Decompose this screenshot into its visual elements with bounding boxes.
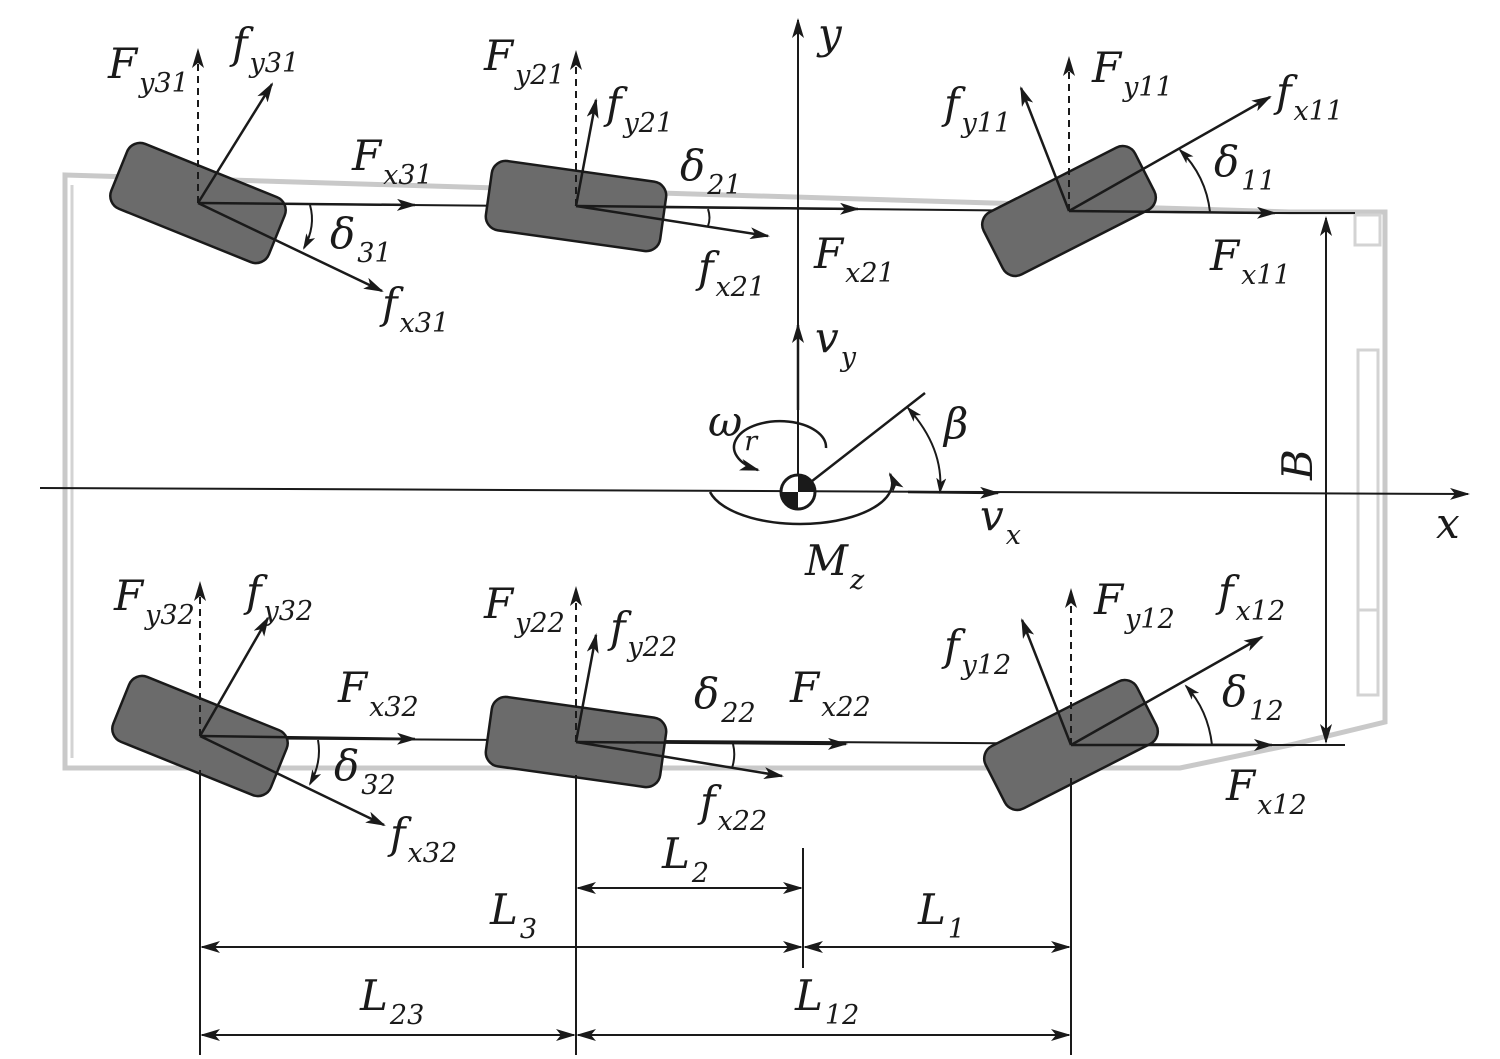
label-d21: δ21 — [680, 141, 742, 201]
label-y: y — [816, 9, 843, 58]
label-B: B — [1273, 449, 1322, 481]
label-fx32: fx32 — [387, 809, 457, 869]
label-Fx32: Fx32 — [337, 663, 419, 723]
fx11-arrow — [1068, 95, 1272, 213]
label-L3: L3 — [489, 885, 537, 945]
label-Fy11: Fy11 — [1091, 43, 1173, 103]
Mz-arc — [708, 472, 904, 526]
fx31-arrow — [197, 201, 384, 293]
fy12-arrow — [1020, 618, 1073, 746]
Fx31-arrow — [197, 198, 417, 211]
label-d22: δ22 — [694, 669, 756, 729]
delta22-arc — [731, 743, 736, 769]
fx21-arrow — [575, 204, 770, 240]
label-beta: β — [942, 399, 968, 448]
label-fy21: fy21 — [603, 79, 673, 139]
delta31-arc — [303, 204, 316, 250]
label-Mz: Mz — [804, 536, 865, 596]
Fx21-arrow — [575, 202, 860, 215]
label-L23: L23 — [359, 971, 424, 1031]
label-d32: δ32 — [334, 741, 396, 801]
fy22-arrow — [574, 633, 599, 743]
dimension-lines — [199, 770, 1072, 1055]
label-fy31: fy31 — [229, 19, 299, 79]
label-Fy22: Fy22 — [483, 579, 565, 639]
fx22-arrow — [575, 740, 784, 779]
force-vectors — [192, 48, 1277, 827]
x-axis-line — [39, 487, 1470, 500]
tires — [109, 141, 1160, 812]
label-Fy12: Fy12 — [1093, 575, 1175, 635]
label-Fx12: Fx12 — [1225, 761, 1307, 821]
label-fx21: fx21 — [695, 243, 765, 303]
velocity-direction-line — [797, 392, 926, 493]
coordinate-axes — [39, 18, 1470, 500]
label-x: x — [1436, 499, 1460, 548]
fy32-arrow — [198, 616, 270, 737]
delta11-arc — [1178, 148, 1211, 213]
label-vx: vx — [980, 491, 1021, 551]
Fx11-arrow — [1068, 206, 1277, 219]
label-fy11: fy11 — [941, 79, 1011, 139]
label-Fx21: Fx21 — [813, 229, 895, 289]
delta32-arc — [309, 739, 322, 786]
label-d31: δ31 — [330, 209, 392, 269]
fx32-arrow — [199, 734, 386, 827]
label-omega: ωr — [708, 397, 759, 457]
label-Fx11: Fx11 — [1209, 231, 1291, 291]
fy11-arrow — [1019, 86, 1071, 212]
label-fx22: fx22 — [697, 777, 767, 837]
label-fy22: fy22 — [607, 603, 677, 663]
delta12-arc — [1184, 684, 1213, 746]
label-vy: vy — [815, 313, 857, 373]
label-Fy21: Fy21 — [483, 31, 565, 91]
label-Fy31: Fy31 — [107, 39, 189, 99]
label-Fx22: Fx22 — [789, 663, 871, 723]
label-fx12: fx12 — [1215, 567, 1285, 627]
beta-arc — [906, 406, 947, 494]
label-L1: L1 — [917, 885, 965, 945]
label-fy32: fy32 — [243, 567, 313, 627]
centre-of-gravity-group — [708, 323, 1000, 526]
omega-arc — [732, 419, 828, 472]
cog-symbol — [779, 473, 817, 511]
label-Fy32: Fy32 — [113, 571, 195, 631]
fx12-arrow — [1070, 635, 1264, 747]
label-Fx31: Fx31 — [351, 131, 433, 191]
fy31-arrow — [196, 82, 274, 204]
label-d12: δ12 — [1222, 667, 1284, 727]
Fx22-arrow — [575, 737, 848, 750]
fy21-arrow — [574, 98, 599, 207]
label-L12: L12 — [794, 971, 859, 1031]
label-d11: δ11 — [1214, 137, 1276, 197]
label-fx11: fx11 — [1273, 67, 1343, 127]
wheel-row-lines — [197, 202, 1355, 746]
label-L2: L2 — [661, 829, 709, 889]
delta21-arc — [707, 208, 711, 227]
labels: y x vy vx ωr β Mz B Fy31 fy31 Fx31 δ31 f… — [107, 9, 1460, 1031]
label-fy12: fy12 — [941, 621, 1011, 681]
Fx32-arrow — [199, 732, 417, 745]
label-fx31: fx31 — [379, 279, 449, 339]
